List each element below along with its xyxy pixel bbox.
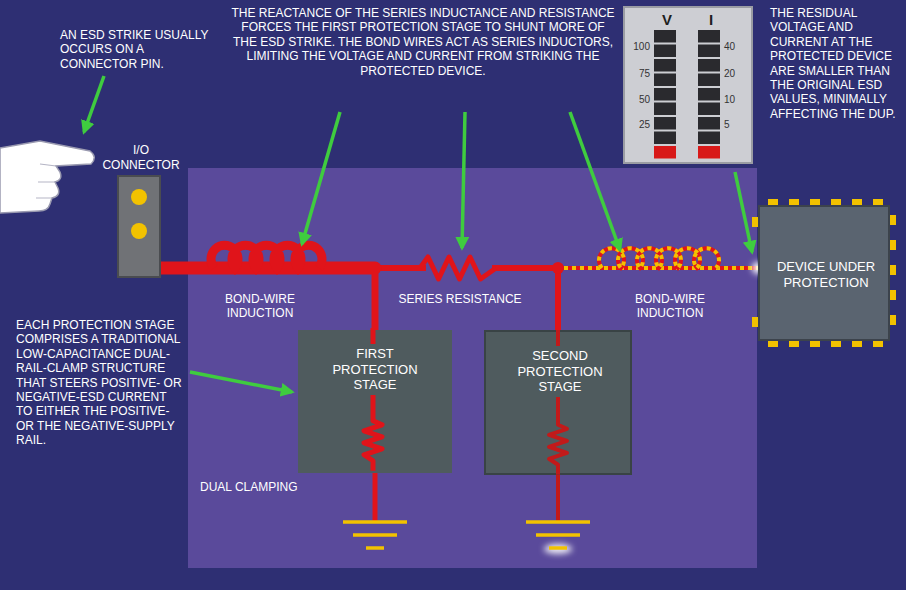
protection-stage-box: SECOND PROTECTION STAGE xyxy=(484,330,632,475)
meter-cell xyxy=(698,132,720,145)
leader-arrow xyxy=(462,112,465,248)
meter-cell xyxy=(698,146,720,159)
meter-cell xyxy=(654,117,676,130)
scale-number: 20 xyxy=(724,68,748,80)
ground-lead xyxy=(373,473,378,522)
scale-number: 50 xyxy=(626,94,650,106)
meter-panel: VI xyxy=(623,6,753,164)
part-label: BOND-WIRE INDUCTION xyxy=(205,292,315,321)
callout-note: EACH PROTECTION STAGE COMPRISES A TRADIT… xyxy=(16,318,184,448)
leader-arrow xyxy=(190,372,292,392)
connector-label: I/O CONNECTOR xyxy=(93,143,189,172)
leader-arrow xyxy=(735,172,752,252)
dual-clamp-panel: FIRST PROTECTION STAGE SECOND PROTECTION … xyxy=(188,168,757,568)
scale-number: 10 xyxy=(724,94,748,106)
wire-connector xyxy=(161,268,558,330)
scale-number: 75 xyxy=(626,68,650,80)
connector-pin xyxy=(131,189,147,205)
ground-symbol xyxy=(526,520,590,524)
node-text: DEVICE UNDER PROTECTION xyxy=(770,259,882,290)
ground-symbol xyxy=(366,546,384,550)
callout-note: THE RESIDUAL VOLTAGE AND CURRENT AT THE … xyxy=(770,6,900,121)
inductor-coil xyxy=(599,248,719,268)
node-text: DUAL CLAMPING xyxy=(200,480,400,494)
scale-number: 5 xyxy=(724,119,748,131)
meter-cell xyxy=(698,88,720,101)
meter-cell xyxy=(698,117,720,130)
meter-cell xyxy=(654,30,676,43)
inductor-coil xyxy=(211,245,322,268)
scale-number: 100 xyxy=(626,41,650,53)
io-connector: I/O CONNECTOR xyxy=(117,175,161,278)
node-text: SECOND PROTECTION STAGE xyxy=(510,346,610,397)
meter-cell xyxy=(654,74,676,87)
meter-cell xyxy=(698,30,720,43)
strike-wire xyxy=(372,268,379,330)
ground-symbol xyxy=(343,520,407,524)
callout-note: THE REACTANCE OF THE SERIES INDUCTANCE A… xyxy=(228,6,618,78)
spark-glow xyxy=(544,544,572,554)
finger-crease xyxy=(36,164,56,198)
meter-cell xyxy=(698,103,720,116)
meter-cell xyxy=(654,132,676,145)
callout-note: AN ESD STRIKE USUALLY OCCURS ON A CONNEC… xyxy=(60,28,210,71)
meter-heading: I xyxy=(702,11,720,29)
meter-cell xyxy=(654,45,676,58)
box-drawing xyxy=(117,175,161,278)
inductor-coil xyxy=(599,248,719,268)
connector-pin xyxy=(131,223,147,239)
meter-cell xyxy=(654,88,676,101)
meter-cell xyxy=(698,45,720,58)
meter-cell xyxy=(654,103,676,116)
meter-cell xyxy=(654,59,676,72)
wire-connector xyxy=(161,268,375,330)
ground-symbol xyxy=(353,533,397,537)
pointing-hand xyxy=(0,141,94,213)
resistor-symbol xyxy=(420,257,496,279)
node-text: FIRST PROTECTION STAGE xyxy=(325,344,425,395)
strike-wire xyxy=(157,262,375,275)
meter-cell xyxy=(654,146,676,159)
scale-number: 40 xyxy=(724,41,748,53)
scale-number: 25 xyxy=(626,119,650,131)
meter-heading: V xyxy=(658,11,676,29)
meter-cell xyxy=(698,59,720,72)
part-label: BOND-WIRE INDUCTION xyxy=(615,292,725,321)
ground-symbol xyxy=(549,546,567,550)
leader-arrow xyxy=(84,76,104,132)
ground-symbol xyxy=(536,533,580,537)
ground-lead xyxy=(556,475,560,522)
junction-dot xyxy=(552,262,564,274)
meter-cell xyxy=(698,74,720,87)
leader-arrow xyxy=(302,112,340,244)
protection-stage-box: FIRST PROTECTION STAGE xyxy=(298,330,452,473)
panel-fill xyxy=(188,168,757,568)
leader-arrow xyxy=(570,112,620,250)
part-label: SERIES RESISTANCE xyxy=(385,292,535,306)
box-drawing xyxy=(623,6,753,164)
device-box: DEVICE UNDER PROTECTION xyxy=(758,205,890,341)
